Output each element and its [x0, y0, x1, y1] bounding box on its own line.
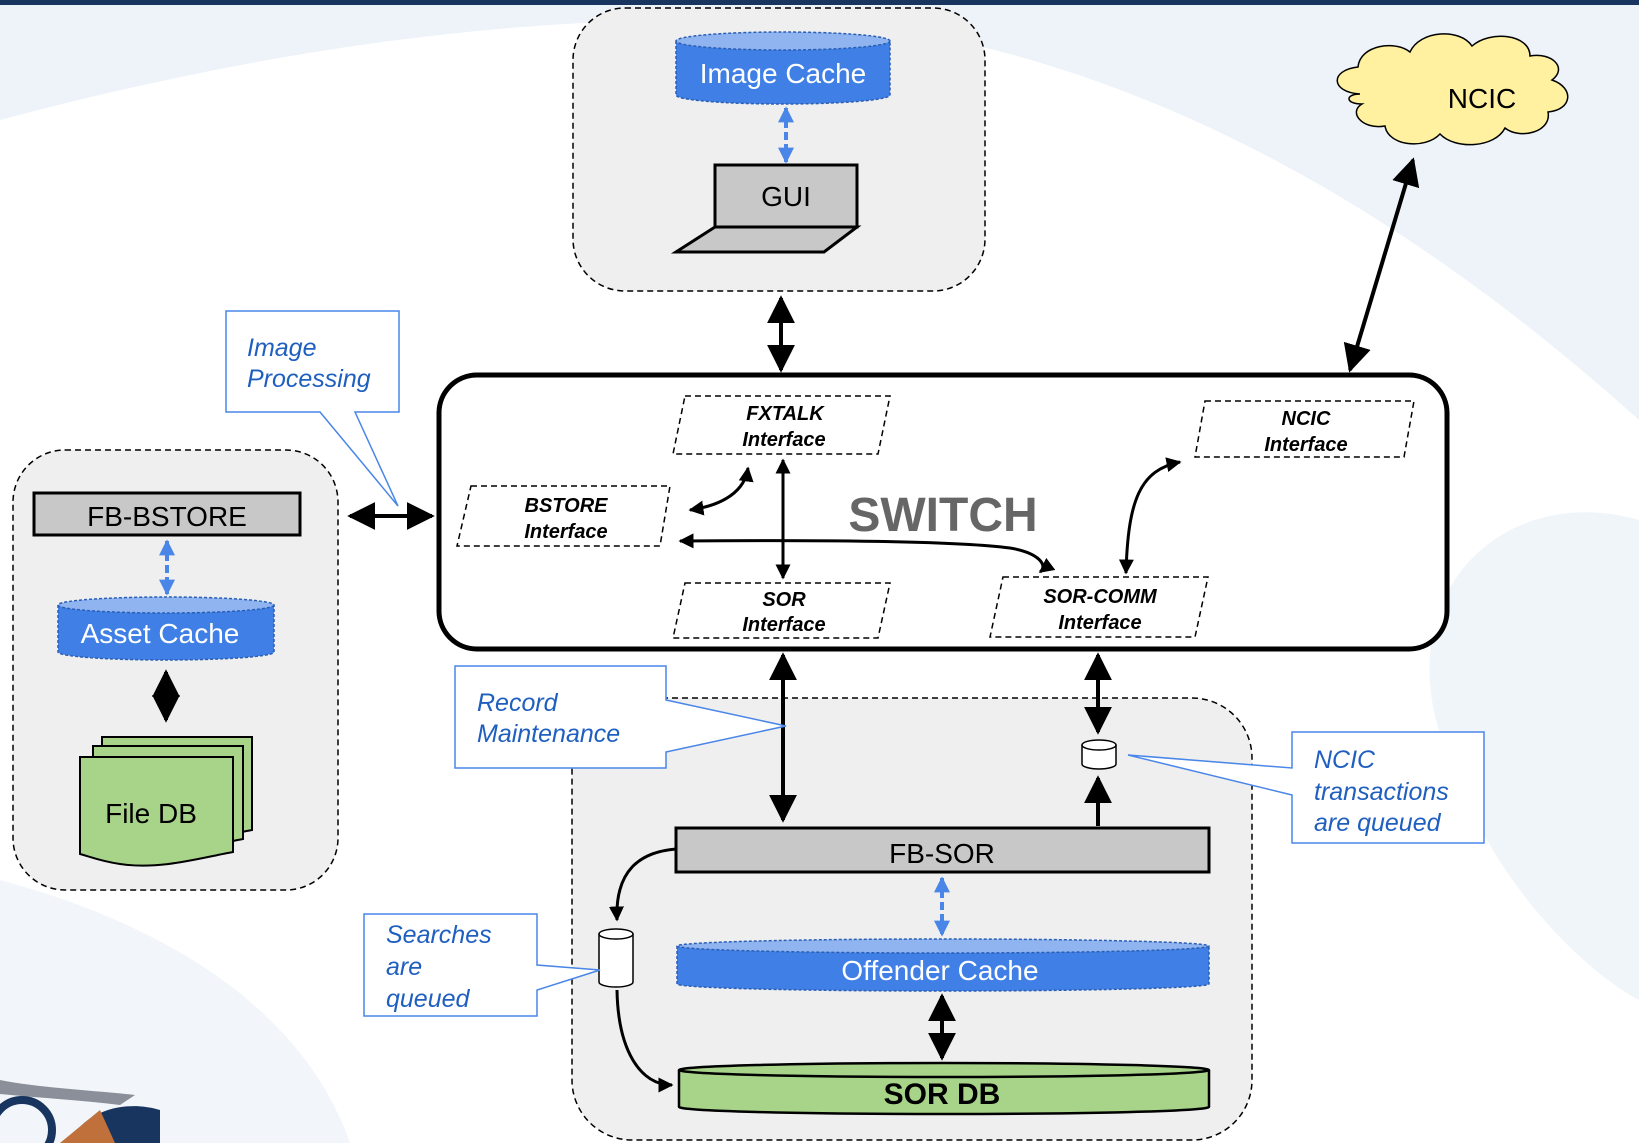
- switch-label: SWITCH: [848, 489, 1037, 542]
- ncic-queue-icon: [1081, 739, 1117, 770]
- image-cache-label: Image Cache: [700, 58, 867, 89]
- callout-searches-queued-line2: are: [386, 953, 422, 981]
- callout-searches-queued: Searches are queued: [363, 913, 601, 1017]
- image-cache: Image Cache: [675, 31, 891, 105]
- ncic-interface: NCIC Interface: [1194, 400, 1415, 458]
- arrow-fbsor-searchqueue: [608, 847, 677, 922]
- celebrating-logo: [0, 1080, 160, 1143]
- ncic-label: NCIC: [1448, 83, 1516, 114]
- fxtalk-interface-name: FXTALK: [746, 403, 825, 425]
- sor-interface-suffix: Interface: [742, 614, 825, 636]
- offender-cache-label: Offender Cache: [841, 955, 1038, 986]
- fxtalk-interface-suffix: Interface: [742, 429, 825, 451]
- arrow-ncic-switch: [1343, 157, 1420, 373]
- gui-label: GUI: [761, 181, 811, 212]
- bstore-interface-name: BSTORE: [525, 495, 609, 517]
- offender-cache: Offender Cache: [676, 938, 1210, 992]
- fb-bstore-label: FB-BSTORE: [87, 501, 247, 532]
- sor-interface-name: SOR: [762, 589, 806, 611]
- bstore-interface: BSTORE Interface: [456, 485, 671, 547]
- callout-ncic-queued-line3: are queued: [1314, 809, 1442, 837]
- callout-record-maintenance: Record Maintenance: [454, 665, 787, 769]
- ncic-cloud: NCIC: [1336, 33, 1569, 146]
- callout-image-processing-line2: Processing: [247, 365, 371, 393]
- fxtalk-interface: FXTALK Interface: [672, 395, 891, 455]
- gui-node: GUI: [670, 163, 862, 254]
- arrow-bstore-sorcomm: [678, 533, 1056, 574]
- top-bar: [0, 0, 1639, 5]
- sor-group: [571, 697, 1253, 1141]
- asset-cache: Asset Cache: [57, 596, 275, 661]
- ncic-interface-name: NCIC: [1282, 408, 1331, 430]
- arrow-fxtalk-bstore: [688, 466, 754, 516]
- fb-sor-label: FB-SOR: [889, 838, 995, 869]
- sor-comm-interface-suffix: Interface: [1058, 612, 1141, 634]
- bstore-interface-suffix: Interface: [524, 521, 607, 543]
- arrow-ncic-sorcomm: [1118, 457, 1182, 575]
- arrow-searchqueue-sordb: [615, 989, 674, 1093]
- callout-record-maintenance-line2: Maintenance: [477, 720, 620, 748]
- callout-ncic-queued: NCIC transactions are queued: [1127, 731, 1485, 844]
- callout-searches-queued-line3: queued: [386, 985, 471, 1013]
- sor-db: SOR DB: [677, 1061, 1211, 1116]
- connectors: [152, 106, 1420, 1093]
- callout-record-maintenance-line1: Record: [477, 689, 559, 717]
- ncic-interface-suffix: Interface: [1264, 434, 1347, 456]
- fb-bstore: FB-BSTORE: [32, 491, 302, 537]
- callout-ncic-queued-line1: NCIC: [1314, 746, 1376, 774]
- sor-db-label: SOR DB: [884, 1078, 1001, 1111]
- callout-image-processing-line1: Image: [247, 334, 316, 362]
- callout-searches-queued-line1: Searches: [386, 921, 492, 949]
- sor-interface: SOR Interface: [672, 582, 891, 639]
- sor-comm-interface: SOR-COMM Interface: [989, 576, 1209, 638]
- callout-image-processing: Image Processing: [225, 310, 400, 507]
- callout-ncic-queued-line2: transactions: [1314, 778, 1449, 806]
- sor-comm-interface-name: SOR-COMM: [1043, 586, 1158, 608]
- search-queue-icon: [598, 928, 634, 988]
- fb-sor: FB-SOR: [674, 826, 1211, 874]
- asset-cache-label: Asset Cache: [81, 618, 240, 649]
- file-db: File DB: [79, 736, 253, 867]
- file-db-label: File DB: [105, 798, 197, 829]
